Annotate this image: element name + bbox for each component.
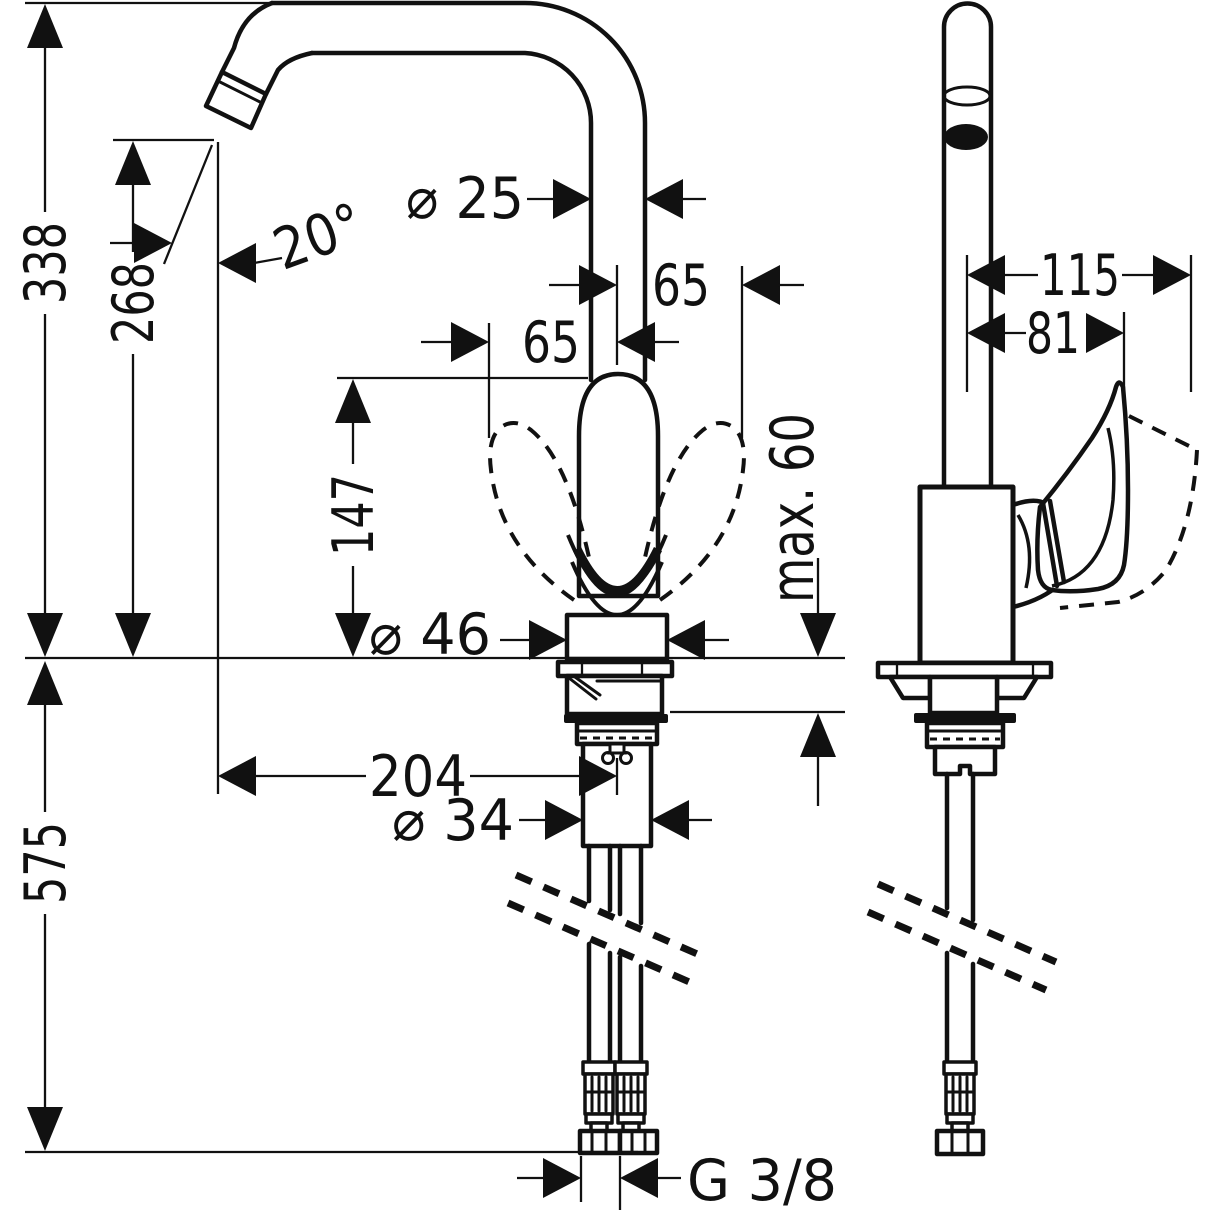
dim-deck-max-thickness: max. 60 [758,413,836,806]
thread-section-front [574,720,660,747]
dim-label-204: 204 [369,744,467,810]
dim-label-147: 147 [321,474,387,556]
dim-label-d25: ⌀ 25 [406,166,524,232]
faucet-body-side [917,484,1016,666]
spout-axis-reference [162,144,214,265]
thread-section-side [924,720,1006,750]
hose-fitting [934,1060,986,1157]
hose-fitting [613,1060,660,1156]
dim-label-115: 115 [1040,243,1120,309]
mounting-stack-side [875,660,1054,777]
dim-spout-outlet-height: 268 [101,141,167,657]
dim-label-575: 575 [13,822,79,904]
dim-label-65-left: 65 [522,310,580,376]
dim-label-d46: ⌀ 46 [369,602,491,668]
dim-shank-diameter: ⌀ 34 [392,788,712,854]
dim-connection-thread: G 3/8 [517,1148,837,1214]
dim-swing-right: 65 [549,253,804,438]
dim-label-268: 268 [101,262,167,344]
spout-side [941,1,994,490]
base-seal-side [914,713,1016,723]
positioning-pin [567,676,598,701]
hose-break-marks-side [866,880,1058,994]
supply-hose-side [934,771,986,1157]
spout-aerator-cap [203,69,269,131]
dim-label-g38: G 3/8 [687,1148,837,1214]
spout-outline [203,0,648,383]
dim-label-d34: ⌀ 34 [392,788,514,854]
dim-handle-reach: 81 [967,301,1126,398]
faucet-body-front [564,612,670,662]
handle-front [576,371,661,599]
dim-handle-height: 147 [321,379,387,657]
dim-swing-left: 65 [421,310,679,438]
shank-side [932,744,998,777]
dim-label-max60: max. 60 [758,413,828,603]
dim-below-deck-length: 575 [13,661,79,1151]
dim-label-338: 338 [13,222,79,304]
side-view [866,1,1199,1157]
supply-hoses-front [577,843,660,1156]
dim-overall-height: 338 [13,4,79,657]
dim-label-81: 81 [1026,301,1080,367]
dim-side-reach: 115 [965,243,1193,392]
dim-label-65-right: 65 [652,253,710,319]
handle-collar-arcs [566,534,668,617]
hose-fitting [577,1060,623,1156]
hose-nut [577,1128,623,1156]
handle-swing-dashed [488,421,746,602]
reference-lines [25,1,845,1154]
hose-nut [617,1128,660,1156]
handle-raised-dashed [1059,414,1199,610]
dim-label-20deg: 20° [265,191,372,284]
hose-nut [934,1128,986,1157]
fixing-screw [601,742,633,765]
aerator-rim-side [942,85,992,107]
dim-body-diameter: ⌀ 46 [369,602,729,668]
hose-break-marks-front [506,871,704,988]
dim-spout-pipe-diameter: ⌀ 25 [406,166,706,232]
aerator-opening-side [944,124,988,150]
dim-spout-reach: 204 [218,744,619,810]
handle-side [1010,380,1199,610]
